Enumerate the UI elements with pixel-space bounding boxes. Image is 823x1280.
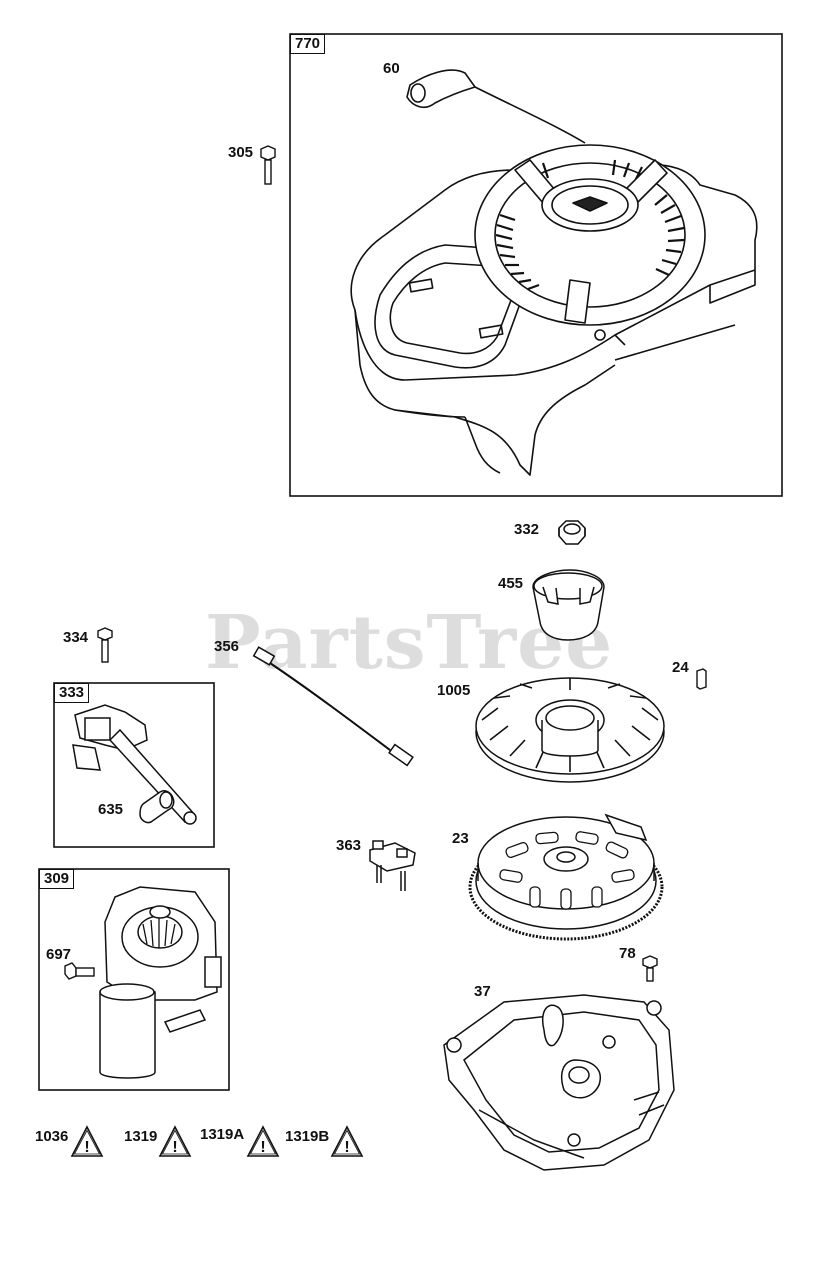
callout-363: 363 bbox=[336, 837, 362, 854]
callout-455: 455 bbox=[498, 575, 524, 592]
warning-glyph: ! bbox=[172, 1139, 177, 1156]
callout-635: 635 bbox=[98, 801, 124, 818]
warning-label-1036: 1036 bbox=[35, 1128, 69, 1145]
callout-1005: 1005 bbox=[437, 682, 471, 699]
spark-boot-635-part[interactable] bbox=[135, 786, 180, 826]
warning-triangle-icon[interactable]: ! bbox=[330, 1125, 364, 1159]
warning-triangle-icon[interactable]: ! bbox=[246, 1125, 280, 1159]
starter-motor-part[interactable] bbox=[95, 882, 227, 1082]
wire-356-part[interactable] bbox=[250, 645, 425, 780]
group-tag-770: 770 bbox=[290, 34, 326, 54]
warning-triangle-icon[interactable]: ! bbox=[70, 1125, 104, 1159]
callout-697: 697 bbox=[46, 946, 72, 963]
warning-label-1319a: 1319A bbox=[200, 1126, 245, 1143]
callout-37: 37 bbox=[474, 983, 491, 1000]
group-tag-309: 309 bbox=[39, 869, 75, 889]
nut-332-part[interactable] bbox=[556, 518, 588, 548]
bracket-363-part[interactable] bbox=[365, 835, 420, 895]
bolt-334-part[interactable] bbox=[96, 627, 114, 665]
callout-305: 305 bbox=[228, 144, 254, 161]
warning-label-1319b: 1319B bbox=[285, 1128, 330, 1145]
group-box-770 bbox=[289, 33, 783, 497]
warning-triangle-icon[interactable]: ! bbox=[158, 1125, 192, 1159]
bolt-305-part[interactable] bbox=[258, 145, 278, 187]
warning-label-1319: 1319 bbox=[124, 1128, 158, 1145]
group-box-333 bbox=[53, 682, 215, 848]
bolt-78-part[interactable] bbox=[641, 955, 659, 983]
callout-334: 334 bbox=[63, 629, 89, 646]
backplate-37-part[interactable] bbox=[434, 990, 684, 1175]
key-24-part[interactable] bbox=[694, 668, 708, 690]
blower-housing-part[interactable] bbox=[315, 45, 775, 485]
callout-78: 78 bbox=[619, 945, 636, 962]
callout-356: 356 bbox=[214, 638, 240, 655]
callout-332: 332 bbox=[514, 521, 540, 538]
warning-glyph: ! bbox=[84, 1139, 89, 1156]
group-box-309 bbox=[38, 868, 230, 1091]
fan-1005-part[interactable] bbox=[470, 660, 670, 790]
callout-23: 23 bbox=[452, 830, 469, 847]
warning-glyph: ! bbox=[344, 1139, 349, 1156]
screw-697-part[interactable] bbox=[62, 960, 97, 984]
flywheel-23-part[interactable] bbox=[466, 805, 666, 947]
group-tag-333: 333 bbox=[54, 683, 90, 703]
callout-60: 60 bbox=[383, 60, 400, 77]
callout-24: 24 bbox=[672, 659, 689, 676]
warning-glyph: ! bbox=[260, 1139, 265, 1156]
screen-455-part[interactable] bbox=[528, 562, 610, 644]
